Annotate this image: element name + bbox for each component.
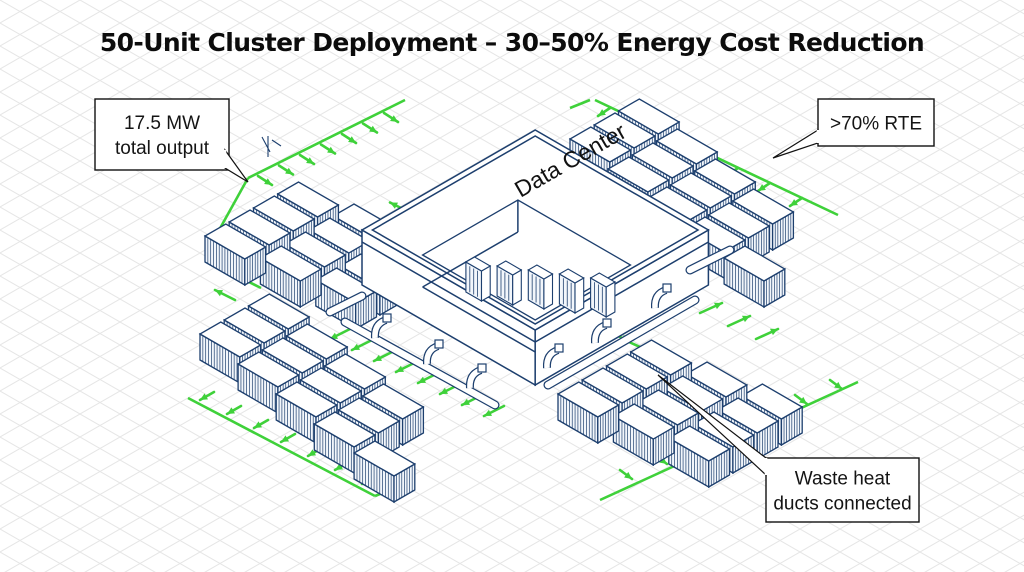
battery-container bbox=[352, 440, 417, 504]
heat-duct-pipe bbox=[685, 245, 735, 275]
flow-arrow bbox=[618, 468, 634, 481]
callout-text: >70% RTE bbox=[830, 114, 922, 135]
flow-arrow bbox=[698, 301, 724, 315]
page-title: 50-Unit Cluster Deployment – 30–50% Ener… bbox=[99, 28, 925, 57]
callouts: 17.5 MW total output >70% RTE Waste heat duc… bbox=[94, 98, 935, 523]
flow-arrow bbox=[279, 432, 297, 444]
callout-waste-heat: Waste heat ducts connected bbox=[657, 374, 920, 523]
flow-arrow bbox=[361, 122, 379, 134]
flow-arrow bbox=[256, 174, 274, 187]
flow-arrow bbox=[350, 338, 374, 352]
heat-duct-pipe bbox=[325, 291, 367, 317]
server-rack bbox=[589, 272, 617, 318]
duct-elbow bbox=[542, 343, 564, 369]
battery-container bbox=[556, 381, 620, 445]
flow-arrow bbox=[298, 153, 316, 166]
flow-arrow bbox=[252, 418, 270, 430]
flow-arrow bbox=[828, 378, 844, 391]
power-bus-line bbox=[569, 98, 591, 110]
flow-arrow bbox=[756, 181, 772, 193]
flow-arrow bbox=[726, 314, 752, 328]
flow-arrow bbox=[793, 393, 809, 406]
battery-container bbox=[722, 245, 787, 309]
north-arrow-icon bbox=[261, 136, 282, 157]
duct-elbow bbox=[650, 283, 672, 309]
flow-arrow bbox=[213, 288, 237, 302]
cluster-south-west bbox=[198, 293, 425, 504]
duct-elbow bbox=[590, 318, 612, 344]
duct-elbow bbox=[465, 363, 487, 389]
flow-arrow bbox=[788, 196, 804, 208]
callout-text: 17.5 MW bbox=[124, 113, 200, 134]
power-bus-line bbox=[187, 396, 376, 498]
flow-arrow bbox=[277, 164, 295, 176]
flow-arrow bbox=[596, 106, 612, 118]
duct-elbow bbox=[370, 313, 392, 339]
flow-arrow bbox=[328, 327, 352, 341]
server-rack bbox=[527, 264, 554, 310]
callout-text: Waste heat bbox=[795, 469, 891, 490]
battery-container bbox=[203, 223, 267, 287]
heat-duct-pipe bbox=[340, 317, 500, 410]
heat-duct-pipe bbox=[543, 295, 700, 390]
flow-arrow bbox=[340, 132, 358, 145]
callout-text: ducts connected bbox=[773, 494, 911, 515]
flow-arrow bbox=[482, 404, 506, 418]
battery-container bbox=[259, 245, 323, 309]
server-rack bbox=[558, 268, 585, 314]
callout-rte: >70% RTE bbox=[772, 98, 935, 159]
flow-arrow bbox=[382, 111, 400, 124]
flow-arrow bbox=[754, 327, 780, 341]
power-bus-line bbox=[247, 98, 406, 180]
server-rack bbox=[464, 256, 492, 302]
callout-output: 17.5 MW total output bbox=[94, 98, 249, 183]
flow-arrow bbox=[198, 390, 216, 402]
duct-elbow bbox=[422, 339, 444, 365]
flow-arrow bbox=[372, 349, 396, 363]
battery-container bbox=[612, 403, 676, 467]
flow-arrow bbox=[319, 143, 337, 155]
flow-arrow bbox=[225, 404, 243, 416]
server-rack bbox=[495, 260, 523, 306]
callout-text: total output bbox=[115, 138, 210, 159]
